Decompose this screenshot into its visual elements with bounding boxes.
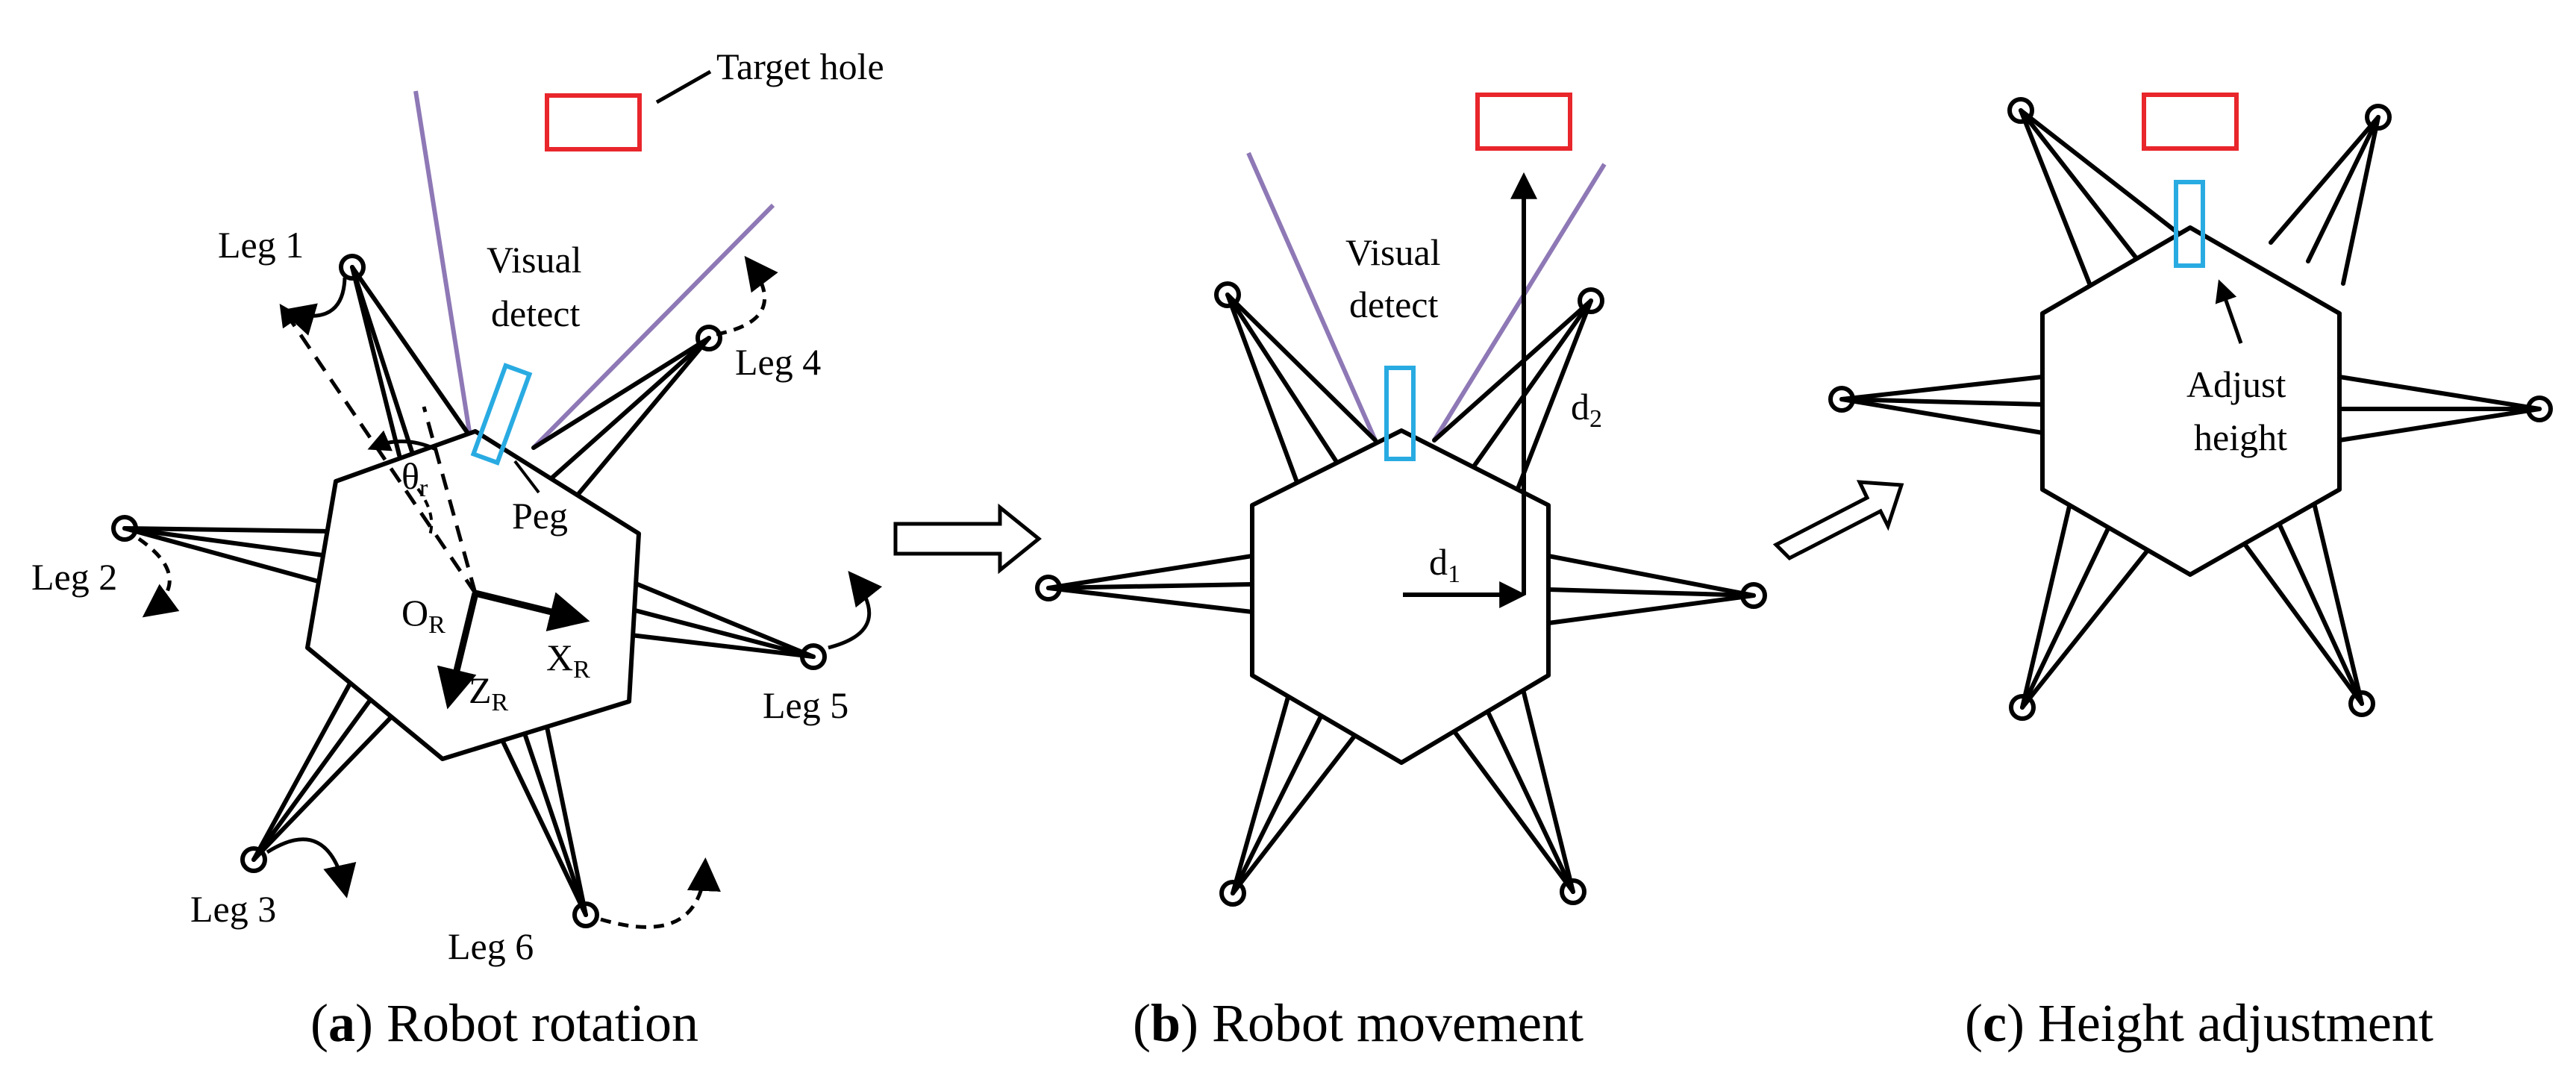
- adjust-label-1: Adjust: [2186, 363, 2286, 405]
- theta-arc-inner: [416, 487, 434, 538]
- peg: [1384, 366, 1416, 461]
- z-axis-label: ZR: [469, 669, 509, 716]
- adjust-height-arrow: [2215, 279, 2243, 344]
- leg-2: [111, 515, 335, 584]
- rotation-arrow-leg1: [281, 277, 347, 336]
- leg-4: [2269, 104, 2392, 286]
- rotation-arrow-leg6: [600, 857, 721, 929]
- leg-6: [2240, 498, 2375, 717]
- panel-robot-rotation: Target hole Visual detect Peg Leg 1 Leg …: [31, 46, 884, 1053]
- target-hole: [1475, 93, 1572, 151]
- leg-6-label: Leg 6: [448, 925, 534, 967]
- leg-5: [2337, 375, 2553, 443]
- view-line-left: [413, 90, 472, 437]
- theta-arc: [367, 430, 437, 451]
- robot-body-hexagon: [2040, 225, 2342, 577]
- transition-arrow-1: [893, 503, 1042, 575]
- axis-dashed-line: [422, 406, 478, 594]
- leg-5: [610, 576, 827, 670]
- leg-2: [1035, 554, 1254, 614]
- rotation-arrow-leg3: [266, 837, 357, 898]
- robot-body-hexagon: [1250, 428, 1551, 765]
- x-axis-arrow: [474, 590, 590, 631]
- leg-5: [1546, 554, 1767, 625]
- d2-label: d2: [1571, 386, 1602, 433]
- target-hole: [2142, 93, 2239, 151]
- view-line-left: [1246, 151, 1378, 442]
- visual-detect-label-1: Visual: [487, 239, 582, 281]
- view-line-right: [1432, 163, 1607, 442]
- panel-height-adjustment: Adjust height (c) Height adjustment: [1828, 93, 2553, 1053]
- peg: [2174, 180, 2205, 268]
- adjust-label-2: height: [2194, 416, 2287, 458]
- peg-leader: [513, 460, 540, 494]
- leg-6: [1449, 684, 1586, 905]
- leg-1: [2007, 97, 2192, 286]
- leg-4: [531, 325, 722, 510]
- caption-a: (a) Robot rotation: [310, 993, 698, 1053]
- visual-detect-label-2: detect: [1349, 284, 1438, 325]
- target-hole-label: Target hole: [716, 46, 884, 87]
- leg-5-label: Leg 5: [763, 684, 848, 726]
- caption-c: (c) Height adjustment: [1965, 993, 2433, 1053]
- z-axis-arrow: [437, 592, 479, 710]
- x-axis-label: XR: [546, 637, 590, 684]
- theta-label: θr: [401, 455, 428, 502]
- visual-detect-label-2: detect: [491, 293, 580, 334]
- rotation-arrow-leg5: [828, 570, 883, 650]
- leg-6: [494, 714, 599, 928]
- caption-b: (b) Robot movement: [1133, 993, 1584, 1053]
- view-line-right: [531, 203, 775, 450]
- peg-label: Peg: [512, 495, 568, 537]
- rotation-arrow-leg2: [137, 537, 180, 618]
- leg-3: [1219, 684, 1360, 907]
- visual-detect-label-1: Visual: [1345, 231, 1441, 273]
- leg-3: [240, 673, 398, 873]
- leg-2: [1828, 375, 2045, 435]
- peg: [470, 363, 533, 466]
- panel-robot-movement: Visual detect d1 d2 (b) Robot movement: [1035, 93, 1767, 1053]
- leg-2-label: Leg 2: [31, 556, 117, 598]
- leg-1: [339, 254, 472, 472]
- rotation-arrow-leg4: [716, 255, 778, 337]
- leg-3-label: Leg 3: [190, 888, 276, 930]
- leg-1: [1214, 281, 1378, 498]
- target-hole-leader: [655, 69, 712, 104]
- transition-arrow-2: [1772, 480, 1904, 561]
- leg-3: [2009, 498, 2151, 721]
- leg-1-label: Leg 1: [218, 224, 304, 266]
- leg-4-label: Leg 4: [735, 341, 821, 383]
- origin-label: OR: [401, 592, 446, 639]
- leg-4: [1432, 287, 1604, 498]
- d1-label: d1: [1429, 541, 1460, 588]
- target-hole: [545, 93, 642, 151]
